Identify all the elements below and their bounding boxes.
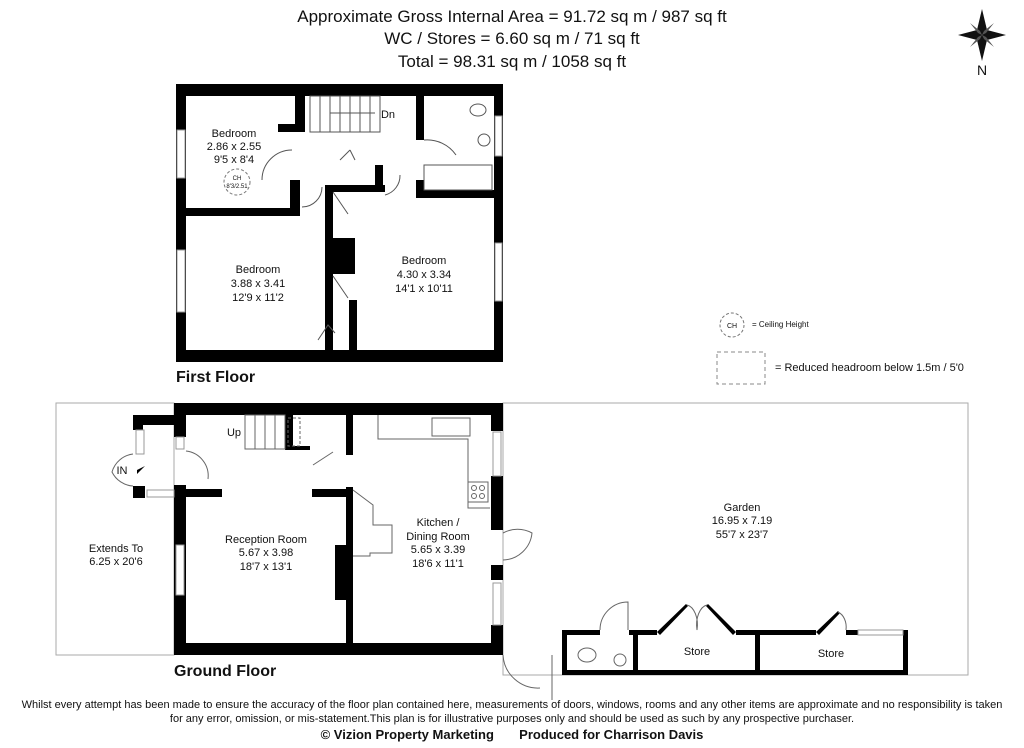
total-area: Total = 98.31 sq m / 1058 sq ft <box>397 52 627 71</box>
stairs-up-label: Up <box>227 427 241 439</box>
ground-floor-title: Ground Floor <box>174 663 277 680</box>
outbuilding-walls <box>562 604 908 675</box>
wc-stores-area: WC / Stores = 6.60 sq m / 71 sq ft <box>384 29 640 48</box>
entrance-label: IN <box>117 465 128 477</box>
stairs-down-label: Dn <box>381 109 395 121</box>
svg-text:6.25 x 20'6: 6.25 x 20'6 <box>89 556 142 568</box>
legend-reduced-headroom: = Reduced headroom below 1.5m / 5'0 <box>775 362 964 374</box>
svg-text:55'7 x 23'7: 55'7 x 23'7 <box>716 529 769 541</box>
svg-text:2.86 x 2.55: 2.86 x 2.55 <box>207 141 261 153</box>
produced-for: Produced for Charrison Davis <box>519 727 704 742</box>
svg-text:5.65 x 3.39: 5.65 x 3.39 <box>411 544 465 556</box>
svg-text:9'5 x 8'4: 9'5 x 8'4 <box>214 154 254 166</box>
garden-area: Garden 16.95 x 7.19 55'7 x 23'7 <box>712 502 773 541</box>
svg-text:16.95 x 7.19: 16.95 x 7.19 <box>712 515 773 527</box>
ground-floor-walls <box>133 403 503 655</box>
svg-text:18'6 x 11'1: 18'6 x 11'1 <box>412 558 464 570</box>
svg-text:Bedroom: Bedroom <box>402 255 447 267</box>
copyright: © Vizion Property Marketing <box>320 727 494 742</box>
legend-ch-icon <box>719 312 745 338</box>
svg-text:14'1 x 10'11: 14'1 x 10'11 <box>395 283 453 295</box>
room-reception: Reception Room 5.67 x 3.98 18'7 x 13'1 <box>225 534 307 573</box>
svg-text:Bedroom: Bedroom <box>236 264 281 276</box>
svg-text:Bedroom: Bedroom <box>212 128 257 140</box>
ceiling-height-marker <box>223 168 251 196</box>
store-1-label: Store <box>684 646 710 658</box>
extension-area: Extends To 6.25 x 20'6 <box>89 543 143 568</box>
credits: © Vizion Property Marketing Produced for… <box>0 727 1024 742</box>
outbuilding-fixtures <box>577 601 904 667</box>
room-bedroom-1: Bedroom 2.86 x 2.55 9'5 x 8'4 <box>207 128 261 166</box>
ch-label: CH <box>233 176 242 182</box>
legend-reduced-headroom-icon <box>716 351 766 385</box>
svg-text:4.30 x 3.34: 4.30 x 3.34 <box>397 269 451 281</box>
extension-outline <box>55 402 175 656</box>
svg-text:Dining Room: Dining Room <box>406 531 470 543</box>
gross-area: Approximate Gross Internal Area = 91.72 … <box>297 7 727 26</box>
ground-floor-windows <box>135 429 502 626</box>
first-floor-title: First Floor <box>176 369 256 386</box>
first-floor-windows <box>176 115 503 313</box>
ground-floor-fixtures <box>111 414 553 700</box>
compass-rose-icon <box>958 9 1006 61</box>
svg-text:5.67 x 3.98: 5.67 x 3.98 <box>239 547 293 559</box>
first-floor-fixtures <box>261 95 493 341</box>
entrance-arrow-icon <box>137 466 145 474</box>
svg-text:3.88 x 3.41: 3.88 x 3.41 <box>231 278 285 290</box>
svg-text:Kitchen /: Kitchen / <box>417 517 461 529</box>
first-floor-walls <box>176 84 503 362</box>
room-kitchen-dining: Kitchen / Dining Room 5.65 x 3.39 18'6 x… <box>406 517 470 570</box>
disclaimer: Whilst every attempt has been made to en… <box>21 699 1003 725</box>
legend-ceiling-height: = Ceiling Height <box>752 320 809 329</box>
room-bedroom-3: Bedroom 4.30 x 3.34 14'1 x 10'11 <box>395 255 453 295</box>
svg-text:Reception Room: Reception Room <box>225 534 307 546</box>
svg-text:12'9 x 11'2: 12'9 x 11'2 <box>232 292 284 304</box>
compass-north-label: N <box>977 62 987 78</box>
svg-text:Extends To: Extends To <box>89 543 143 555</box>
store-2-label: Store <box>818 648 844 660</box>
ceiling-height-value: 8'3/2.51 <box>226 184 248 190</box>
svg-text:18'7 x 13'1: 18'7 x 13'1 <box>240 561 293 573</box>
legend-ch-label: CH <box>727 323 737 330</box>
svg-text:Garden: Garden <box>724 502 761 514</box>
room-bedroom-2: Bedroom 3.88 x 3.41 12'9 x 11'2 <box>231 264 285 304</box>
